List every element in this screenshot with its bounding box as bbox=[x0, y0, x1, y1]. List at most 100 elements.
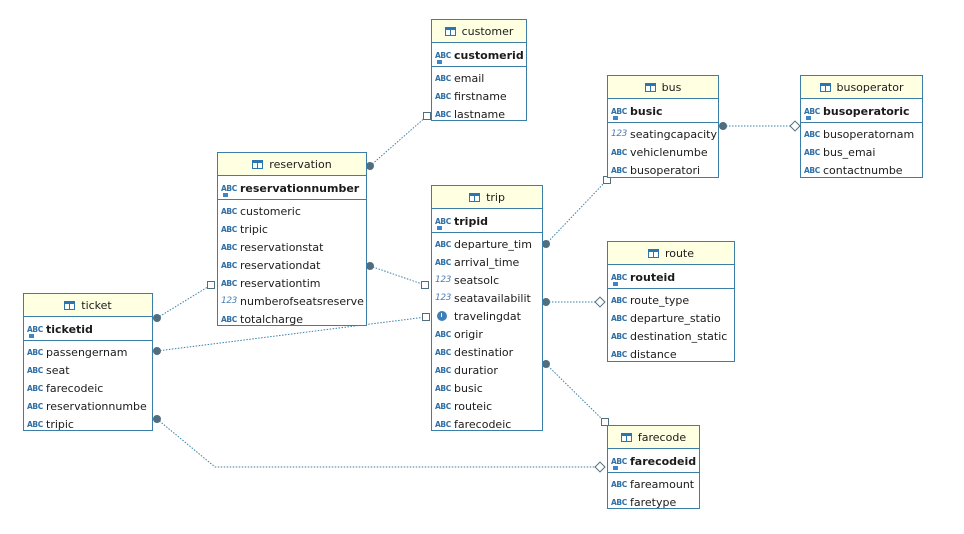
relationship-trip-farecode[interactable] bbox=[542, 360, 609, 426]
column-name: farecodeid bbox=[630, 454, 697, 468]
entity-header[interactable]: ticket bbox=[24, 294, 152, 317]
text-type-icon: ABC bbox=[221, 278, 237, 288]
column-name: bus_emai bbox=[823, 145, 876, 159]
relationship-trip-bus[interactable] bbox=[542, 176, 611, 249]
entity-header[interactable]: trip bbox=[432, 186, 542, 209]
text-type-icon: ABC bbox=[611, 147, 627, 157]
table-icon bbox=[620, 432, 632, 442]
column-name: tripid bbox=[454, 214, 488, 228]
column-name: firstname bbox=[454, 89, 507, 103]
column-name: reservationstat bbox=[240, 240, 324, 254]
entity-header[interactable]: reservation bbox=[218, 153, 366, 176]
column-name: contactnumbe bbox=[823, 163, 903, 177]
one-end-marker bbox=[601, 418, 609, 426]
entity-header[interactable]: farecode bbox=[608, 426, 699, 449]
column-travelingdat[interactable]: travelingdat bbox=[432, 307, 542, 325]
text-type-icon: ABC bbox=[221, 224, 237, 234]
relationship-trip-route[interactable] bbox=[542, 296, 606, 308]
relationship-bus-busoperator[interactable] bbox=[719, 120, 801, 132]
column-name: duratior bbox=[454, 363, 498, 377]
relationship-line bbox=[369, 265, 426, 286]
text-type-icon: ABC bbox=[435, 383, 451, 393]
text-type-icon: ABC bbox=[27, 401, 43, 411]
text-type-icon: ABC bbox=[611, 295, 627, 305]
relationship-ticket-trip[interactable] bbox=[153, 313, 430, 356]
one-end-marker bbox=[594, 461, 606, 473]
column-name: seatsolc bbox=[454, 273, 500, 287]
text-type-icon: ABC bbox=[611, 497, 627, 507]
entity-header[interactable]: bus bbox=[608, 76, 718, 99]
relationship-reservation-customer[interactable] bbox=[366, 112, 431, 171]
table-icon bbox=[252, 159, 264, 169]
column-name: distance bbox=[630, 347, 677, 361]
text-type-icon: ABC bbox=[27, 419, 43, 429]
entity-header[interactable]: busoperator bbox=[801, 76, 922, 99]
relationship-ticket-farecode[interactable] bbox=[153, 415, 606, 473]
entity-header[interactable]: route bbox=[608, 242, 734, 265]
relationship-ticket-reservation[interactable] bbox=[153, 281, 215, 323]
text-type-icon: ABC bbox=[804, 129, 820, 139]
relationship-line bbox=[369, 115, 428, 167]
column-name: customerid bbox=[454, 48, 524, 62]
relationship-reservation-trip[interactable] bbox=[366, 262, 429, 289]
entity-header[interactable]: customer bbox=[432, 20, 526, 43]
text-type-icon: ABC bbox=[611, 165, 627, 175]
